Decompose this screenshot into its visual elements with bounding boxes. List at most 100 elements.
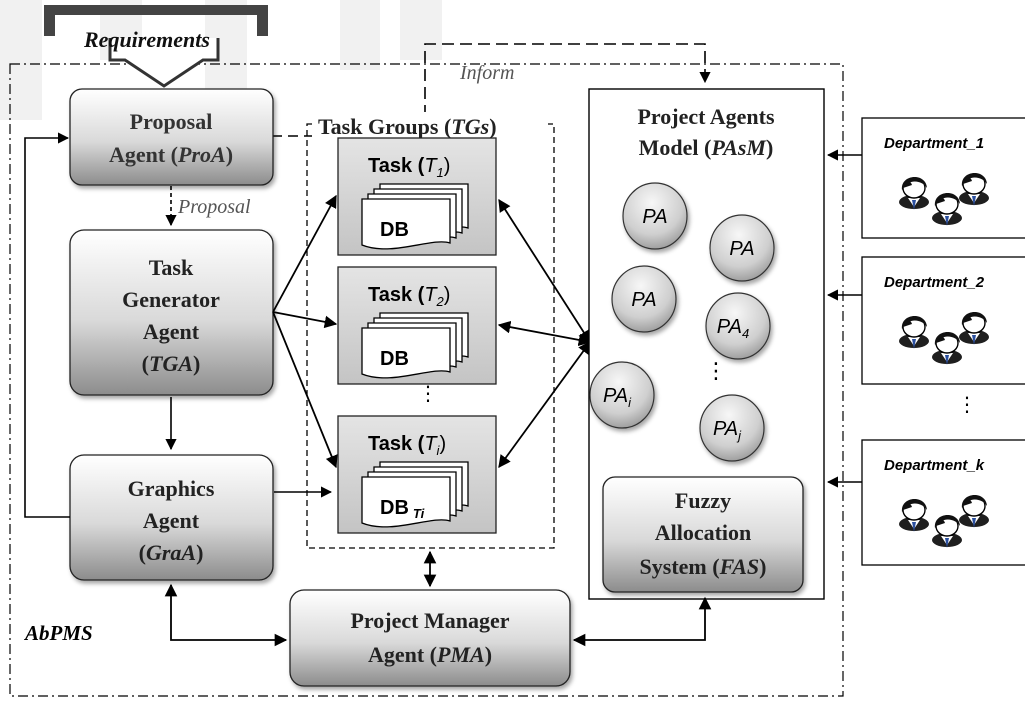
task-ellipsis: ⋮ — [418, 383, 438, 405]
department-box: Department_k — [861, 439, 1025, 566]
inform-connector — [424, 43, 711, 135]
svg-text:Project Manager: Project Manager — [350, 608, 509, 633]
task-generator-agent-box: Task Generator Agent (TGA) — [69, 229, 274, 396]
tga-line4a: ( — [142, 351, 149, 376]
svg-text:Proposal: Proposal — [130, 109, 213, 134]
proa-line2c: ) — [226, 142, 233, 167]
svg-text:Agent: Agent — [143, 319, 200, 344]
svg-text:Task: Task — [149, 255, 194, 280]
svg-text:Agent (ProA): Agent (ProA) — [109, 142, 233, 167]
svg-text:Agent (PMA): Agent (PMA) — [368, 642, 492, 667]
fas-line3c: ) — [759, 554, 766, 579]
pma-line1: Project Manager — [350, 608, 509, 633]
graa-line3c: ) — [196, 540, 203, 565]
pa-label: PAi — [603, 385, 632, 410]
proposal-label: Proposal — [177, 196, 251, 218]
department-label: Department_k — [884, 457, 985, 474]
task-groups-abbrev: TGs — [451, 114, 489, 139]
tga-line1: Task — [149, 255, 194, 280]
task1-pasm-link — [498, 198, 591, 344]
fas-abbrev: FAS — [719, 554, 760, 579]
pma-line2c: ) — [485, 642, 492, 667]
svg-text:Model (PAsM): Model (PAsM) — [639, 135, 774, 160]
task-title: Task (T1) — [368, 155, 450, 180]
inform-label: Inform — [459, 62, 514, 84]
fas-line1: Fuzzy — [675, 488, 731, 513]
tga-to-task1-arrow — [272, 194, 337, 313]
db-label: DB — [380, 348, 409, 370]
pa-label: PA — [642, 206, 667, 228]
fas-box: Fuzzy Allocation System (FAS) — [602, 476, 804, 593]
svg-text:System (FAS): System (FAS) — [640, 554, 767, 579]
tga-to-taski-arrow — [272, 311, 338, 469]
requirements-arrow — [108, 50, 220, 88]
pma-line2a: Agent ( — [368, 642, 437, 667]
tga-line4c: ) — [193, 351, 200, 376]
task-groups-title-c: ) — [489, 114, 496, 139]
department-box: Department_2 — [861, 256, 1025, 385]
task-title: Task (Ti) — [368, 433, 446, 458]
project-agent-node: PA4 — [705, 292, 771, 360]
department-box: Department_1 — [861, 117, 1025, 239]
project-agent-node: PAj — [699, 394, 765, 462]
pma-fas-link — [572, 596, 712, 647]
department-ellipsis: ⋮ — [957, 394, 977, 416]
pa-label: PAj — [713, 418, 742, 443]
svg-text:Graphics: Graphics — [128, 476, 215, 501]
project-agent-node: PAi — [589, 361, 655, 429]
pa-label: PA — [729, 238, 754, 260]
document-sheet — [361, 476, 451, 528]
pa-label: PA4 — [717, 316, 749, 341]
department-label: Department_2 — [884, 274, 985, 291]
abpms-system-frame — [9, 63, 844, 697]
pasm-line2c: ) — [766, 135, 773, 160]
task-title: Task (T2) — [368, 284, 450, 309]
requirements-input: Requirements — [44, 5, 268, 88]
abpms-label: AbPMS — [23, 621, 93, 645]
requirements-label: Requirements — [83, 27, 210, 52]
project-agent-node: PA — [622, 182, 688, 250]
proa-line1: Proposal — [130, 109, 213, 134]
fas-line3a: System ( — [640, 554, 720, 579]
department-label: Department_1 — [884, 135, 984, 152]
graa-abbrev: GraA — [146, 540, 196, 565]
pasm-abbrev: PAsM — [710, 135, 767, 160]
graphics-agent-box: Graphics Agent (GraA) — [69, 454, 274, 581]
tga-line3: Agent — [143, 319, 200, 344]
task-box-2: Task (T2) DB — [337, 266, 497, 385]
proa-line2a: Agent ( — [109, 142, 178, 167]
task-groups-title-a: Task Groups ( — [318, 114, 451, 139]
svg-text:(GraA): (GraA) — [139, 540, 204, 565]
tga-to-task2-arrow — [272, 311, 338, 329]
document-sheet — [361, 327, 451, 379]
pa-label: PA — [631, 289, 656, 311]
graa-line2: Agent — [143, 508, 200, 533]
pa-ellipsis: ⋮ — [705, 358, 727, 383]
svg-text:Task Groups (TGs): Task Groups (TGs) — [318, 114, 497, 139]
task-box-1: Task (T1) DB — [337, 137, 497, 256]
proposal-agent-box: Proposal Agent (ProA) — [69, 88, 274, 186]
graa-line1: Graphics — [128, 476, 215, 501]
pma-graa-link — [164, 583, 288, 647]
svg-text:Agent: Agent — [143, 508, 200, 533]
project-agent-node: PA — [611, 265, 677, 333]
pasm-line2a: Model ( — [639, 135, 712, 160]
graa-feedback-loop — [24, 132, 70, 518]
db-label: DB — [380, 219, 409, 241]
tga-abbrev: TGA — [149, 351, 193, 376]
svg-text:Allocation: Allocation — [655, 520, 752, 545]
taski-pasm-link — [498, 340, 591, 469]
pma-abbrev: PMA — [436, 642, 485, 667]
fas-line2: Allocation — [655, 520, 752, 545]
document-sheet — [361, 198, 451, 250]
pasm-line1: Project Agents — [637, 104, 774, 129]
svg-text:Fuzzy: Fuzzy — [675, 488, 731, 513]
tga-line2: Generator — [122, 287, 220, 312]
svg-text:Generator: Generator — [122, 287, 220, 312]
project-agent-node: PA — [709, 214, 775, 282]
